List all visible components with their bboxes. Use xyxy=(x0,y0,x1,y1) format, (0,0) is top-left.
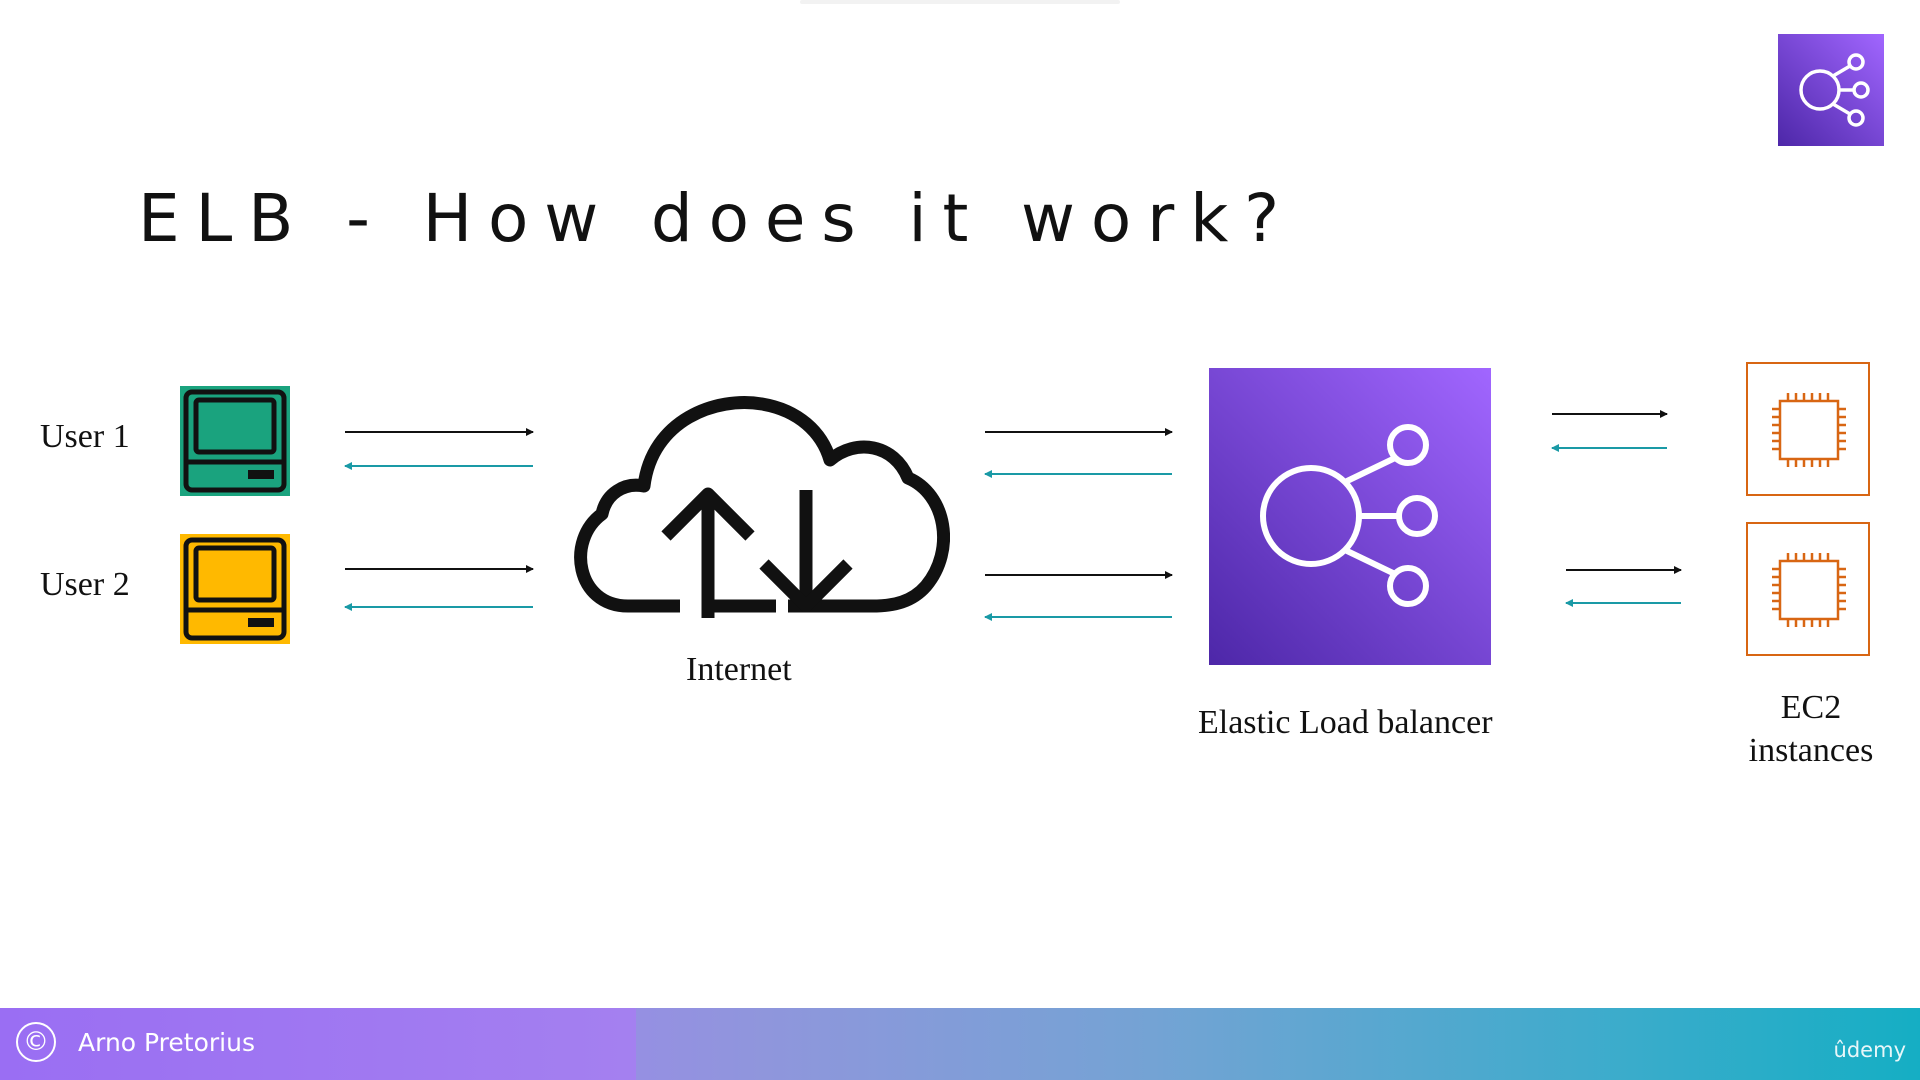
footer-bar: © Arno Pretorius ûdemy xyxy=(0,1008,1920,1080)
top-highlight xyxy=(800,0,1120,4)
ec2-label: EC2 instances xyxy=(1736,686,1886,772)
user-1-computer xyxy=(180,386,290,496)
ec2-chip-icon xyxy=(1772,393,1846,467)
ec2-instance-1 xyxy=(1746,362,1870,496)
ec2-instance-2 xyxy=(1746,522,1870,656)
elastic-load-balancing-icon xyxy=(1799,53,1870,127)
user-1-label: User 1 xyxy=(40,418,130,455)
elastic-load-balancing-icon xyxy=(1260,424,1438,607)
user-2-label: User 2 xyxy=(40,566,130,603)
elastic-load-balancer xyxy=(1209,368,1491,665)
internet-label: Internet xyxy=(686,651,792,688)
computer-terminal-icon xyxy=(183,537,287,641)
udemy-logo: ûdemy xyxy=(1833,1038,1906,1062)
user-2-computer xyxy=(180,534,290,644)
author-name: Arno Pretorius xyxy=(78,1028,255,1057)
ec2-label-line1: EC2 xyxy=(1780,689,1842,726)
elb-corner-logo xyxy=(1778,34,1884,146)
copyright-icon: © xyxy=(16,1022,56,1062)
elb-label: Elastic Load balancer xyxy=(1198,704,1493,741)
footer-author-panel: © Arno Pretorius xyxy=(0,1008,636,1080)
computer-terminal-icon xyxy=(183,389,287,493)
slide-title: ELB - How does it work? xyxy=(138,180,1295,257)
cloud-upload-download-icon xyxy=(574,396,950,618)
ec2-label-line2: instances xyxy=(1748,732,1874,769)
ec2-chip-icon xyxy=(1772,553,1846,627)
